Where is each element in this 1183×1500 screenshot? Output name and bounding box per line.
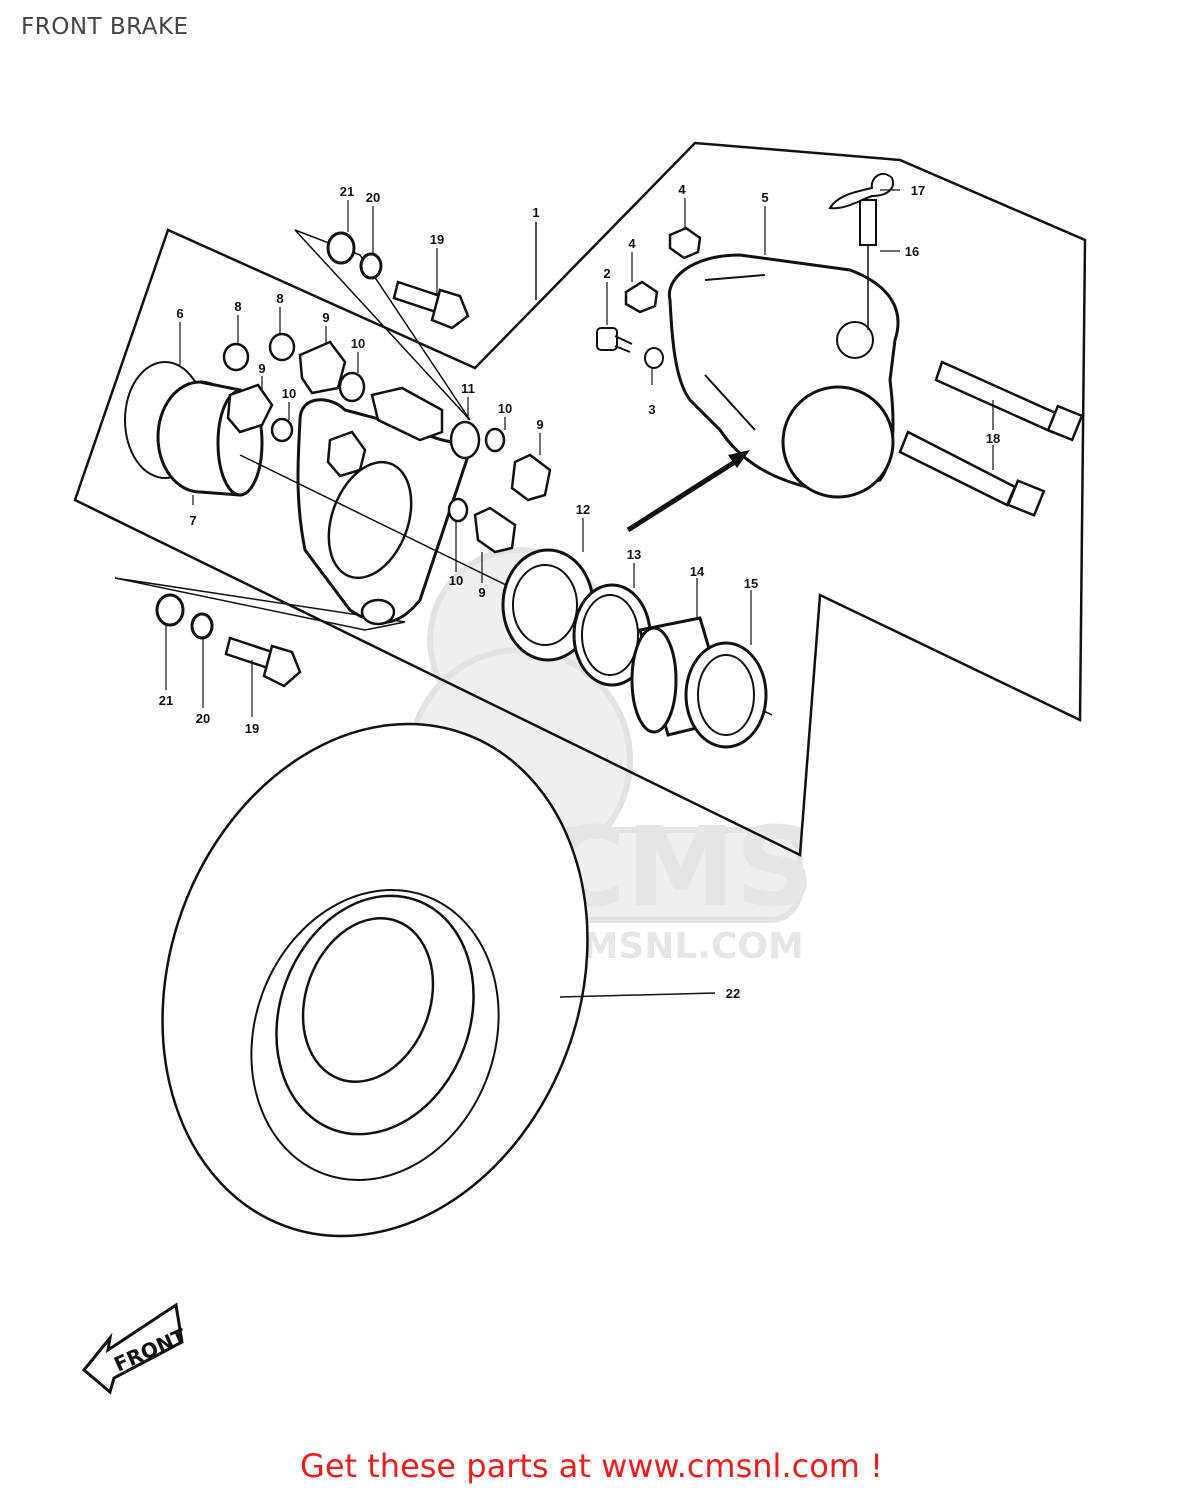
- callout-2: 2: [603, 266, 610, 281]
- callout-6: 6: [176, 306, 183, 321]
- bushing-9-b: [298, 340, 347, 395]
- callout-numbers: 1 2 3 4 4 5 6 7 8 8 9 9 9 9 10 10 10 10 …: [159, 182, 1000, 1001]
- callout-21a: 21: [340, 184, 354, 199]
- bolt-19-upper: [392, 280, 470, 330]
- callout-19a: 19: [430, 232, 444, 247]
- assembly-direction-arrow: [626, 450, 750, 533]
- washer-10-c: [484, 427, 506, 453]
- bleed-valve: [859, 199, 877, 330]
- callout-3: 3: [648, 402, 655, 417]
- caliper-bolt-lower: [898, 430, 1046, 517]
- bushing-9-a: [226, 383, 274, 434]
- front-direction-arrow: FRONT: [81, 1302, 190, 1395]
- leader-22: [559, 992, 716, 998]
- watermark-logo-text: CMS: [545, 803, 814, 931]
- callout-20b: 20: [196, 711, 210, 726]
- callout-9a: 9: [322, 310, 329, 325]
- washer-10-b: [270, 417, 294, 443]
- brake-disc: [161, 722, 589, 1238]
- callout-4a: 4: [678, 182, 686, 197]
- callout-10a: 10: [351, 336, 365, 351]
- washer-21-upper: [326, 231, 356, 265]
- seal-8-right: [268, 332, 296, 362]
- washer-21-lower: [155, 593, 185, 627]
- washer-20-lower: [190, 612, 214, 640]
- bleed-valve-cap: [828, 172, 894, 210]
- callout-12: 12: [576, 502, 590, 517]
- callout-13: 13: [627, 547, 641, 562]
- nut-4-upper: [668, 226, 702, 260]
- washer-20-upper: [359, 252, 383, 280]
- page-title: FRONT BRAKE: [21, 14, 189, 40]
- callout-15: 15: [744, 576, 758, 591]
- callout-20a: 20: [366, 190, 380, 205]
- callout-9d: 9: [478, 585, 485, 600]
- caliper-bolt-upper: [934, 360, 1084, 442]
- piston-12: [501, 548, 595, 662]
- callout-leaders: [165, 189, 994, 717]
- callout-10b: 10: [282, 386, 296, 401]
- bolt-19-lower: [224, 636, 302, 688]
- callout-17: 17: [911, 183, 925, 198]
- callout-11: 11: [461, 381, 475, 396]
- callout-22: 22: [726, 986, 740, 1001]
- callout-14: 14: [690, 564, 705, 579]
- washer-10-a: [338, 371, 366, 403]
- callout-9b: 9: [258, 361, 265, 376]
- bleed-screw: [596, 327, 633, 353]
- group-boundary-outline: [73, 141, 1087, 857]
- callout-7: 7: [189, 513, 196, 528]
- callout-9c: 9: [536, 417, 543, 432]
- callout-18: 18: [986, 431, 1000, 446]
- callout-16: 16: [905, 244, 919, 259]
- callout-10d: 10: [449, 573, 463, 588]
- callout-5: 5: [761, 190, 768, 205]
- assembly-line-lower: [114, 577, 406, 631]
- bushing-9-c: [510, 453, 552, 502]
- retaining-ring-15: [684, 641, 768, 749]
- washer-3: [644, 347, 664, 369]
- nut-4-lower: [624, 280, 659, 314]
- callout-4b: 4: [628, 236, 636, 251]
- callout-1: 1: [532, 205, 539, 220]
- caliper-body: [667, 253, 900, 499]
- callout-8b: 8: [276, 291, 283, 306]
- washer-10-d: [447, 497, 469, 523]
- pin-11: [370, 386, 481, 460]
- seal-8-left: [222, 342, 250, 372]
- callout-10c: 10: [498, 401, 512, 416]
- callout-8a: 8: [234, 299, 241, 314]
- callout-19b: 19: [245, 721, 259, 736]
- callout-21b: 21: [159, 693, 173, 708]
- bracket-sleeve: [326, 430, 367, 478]
- footer-shop-link[interactable]: Get these parts at www.cmsnl.com !: [300, 1447, 883, 1485]
- bushing-9-d: [473, 506, 517, 554]
